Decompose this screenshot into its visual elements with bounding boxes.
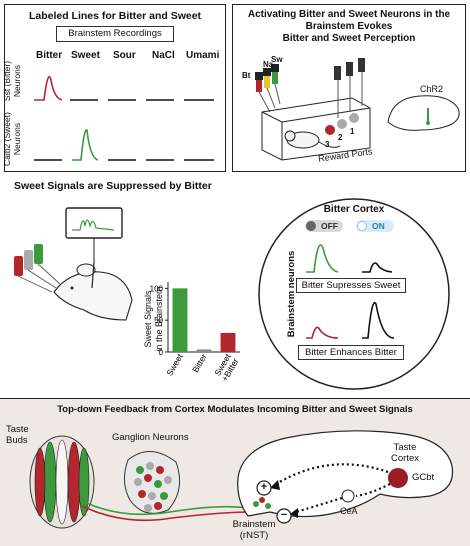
panel-d-title: Bitter Cortex	[323, 204, 385, 215]
trace-on-sweet	[362, 262, 393, 273]
bitter-cortex-circle	[258, 198, 450, 390]
panel-a-subtitle-box: Brainstem Recordings	[56, 26, 174, 42]
cortex-on-toggle: ON	[356, 220, 394, 232]
nerve-fiber-green	[79, 499, 249, 516]
port-num-1: 1	[350, 127, 355, 136]
panel-e-title: Top-down Feedback from Cortex Modulates …	[57, 404, 413, 415]
col-umami: Umami	[186, 50, 220, 61]
taste-bud-illustration	[29, 435, 95, 529]
minus-node	[276, 508, 292, 524]
y-tick-label: 50	[154, 316, 163, 325]
plus-node	[256, 480, 272, 496]
fiber-label-na: Na	[263, 60, 274, 69]
brain-outline	[387, 95, 460, 131]
taste-buds-label: Taste Buds	[6, 424, 29, 446]
on-label: ON	[372, 221, 385, 231]
trace-off-sweet	[306, 244, 339, 273]
col-sour: Sour	[113, 50, 136, 61]
panel-b-title: Activating Bitter and Sweet Neurons in t…	[247, 9, 451, 44]
panel-c-title: Sweet Signals are Suppressed by Bitter	[14, 180, 212, 192]
feedback-arrow-minus	[295, 483, 391, 514]
col-sweet: Sweet	[71, 50, 100, 61]
plus-sign: +	[260, 481, 268, 493]
fiber-label-bt: Bt	[242, 71, 251, 80]
toggle-knob-icon	[357, 221, 367, 231]
y-tick-label: 100	[150, 284, 164, 293]
tastant-bottles	[14, 244, 61, 293]
fiber-bundle	[255, 64, 281, 113]
bar-2	[220, 332, 236, 352]
port-num-2: 2	[338, 133, 343, 142]
port-num-3: 3	[325, 140, 330, 149]
nerve-fiber-red	[81, 505, 251, 522]
col-nacl: NaCl	[152, 50, 175, 61]
panel-a-subtitle: Brainstem Recordings	[68, 28, 162, 39]
trace-bitter-bitter	[34, 75, 63, 101]
panel-labeled-lines	[4, 4, 226, 172]
y-tick-label: 0	[159, 348, 164, 357]
col-bitter: Bitter	[36, 50, 63, 61]
bar-0	[172, 288, 188, 352]
trace-on-bitter	[362, 301, 395, 339]
toggle-knob-icon	[306, 221, 316, 231]
reward-port-illustrations	[325, 58, 365, 135]
chr2-label: ChR2	[420, 84, 444, 94]
ganglion-cluster	[124, 451, 181, 514]
bar-1	[196, 349, 212, 352]
ganglion-neurons-label: Ganglion Neurons	[112, 432, 189, 443]
fiber-label-sw: Sw	[271, 55, 283, 64]
box-bitter-enhances-bitter: Bitter Enhances Bitter	[298, 345, 404, 360]
gcbt-node	[388, 468, 408, 488]
panel-activating	[232, 4, 466, 172]
off-label: OFF	[321, 221, 338, 231]
panel-a-title: Labeled Lines for Bitter and Sweet	[28, 10, 202, 22]
trace-off-bitter	[306, 326, 339, 339]
brainstem-label: Brainstem (rNST)	[232, 519, 276, 541]
box-bitter-suppresses-sweet: Bitter Supresses Sweet	[296, 278, 406, 293]
chamber	[261, 97, 371, 161]
gcbt-label: GCbt	[412, 472, 435, 483]
cortex-off-toggle: OFF	[305, 220, 343, 232]
taste-cortex-label: Taste Cortex	[391, 442, 419, 464]
minus-sign: −	[280, 509, 288, 521]
cea-label: CeA	[340, 506, 358, 516]
trace-sweet-sweet	[72, 129, 99, 161]
cea-node	[341, 489, 355, 503]
